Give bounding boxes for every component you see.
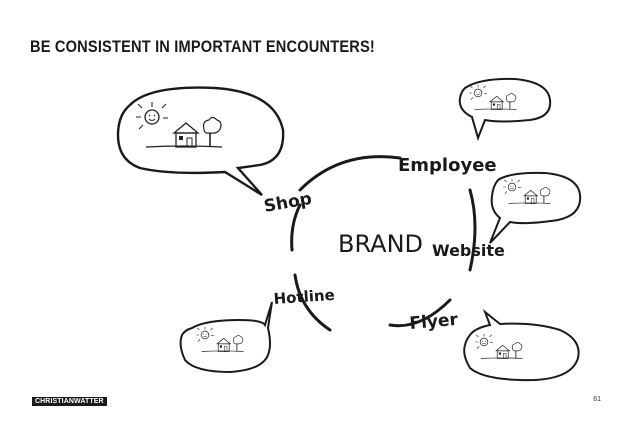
brand-label: BRAND: [338, 230, 423, 258]
touchpoint-employee: Employee: [398, 155, 497, 176]
speech-bubble-icon-website: [490, 173, 580, 243]
touchpoint-shop: Shop: [262, 189, 313, 217]
speech-bubble-icon-employee: [460, 79, 550, 138]
touchpoint-hotline: Hotline: [273, 286, 335, 308]
touchpoint-website: Website: [432, 241, 505, 260]
speech-bubble-icon-shop: [118, 88, 283, 195]
logo: CHRISTIANWATTER: [32, 397, 107, 406]
page-number: 61: [593, 396, 601, 403]
touchpoint-flyer: Flyer: [409, 310, 460, 334]
speech-bubble-icon-hotline: [181, 302, 272, 372]
scene-icon: [136, 102, 222, 147]
speech-bubble-icon-flyer: [464, 312, 578, 380]
